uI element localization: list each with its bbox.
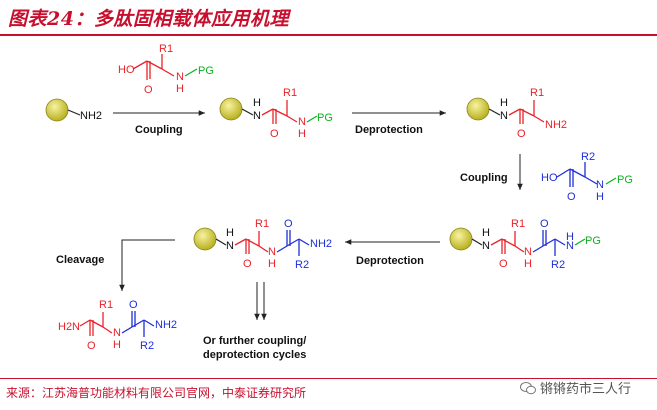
chem-h-label: H: [113, 339, 121, 351]
step-cleavage: Cleavage: [56, 254, 104, 266]
chem-h-label: H: [482, 227, 490, 239]
chem-nh2-label: NH2: [545, 119, 567, 131]
resin-bead: [45, 98, 69, 122]
chem-o-label: O: [567, 191, 576, 203]
step-deprotection-1: Deprotection: [355, 124, 423, 136]
chem-n-label: N: [500, 110, 508, 122]
chem-h-label: H: [298, 128, 306, 140]
resin-protected-amino-acid: H N O R1 N H PG: [219, 87, 333, 140]
chem-h-label: H: [268, 258, 276, 270]
resin-bead: [219, 97, 243, 121]
chem-nh2-label: NH2: [310, 238, 332, 250]
chem-h-label: H: [226, 227, 234, 239]
chem-n-label: N: [176, 71, 184, 83]
chem-r2-label: R2: [295, 259, 309, 271]
chem-o-label: O: [517, 128, 526, 140]
header-divider: [0, 34, 657, 36]
chem-o-label: O: [87, 340, 96, 352]
chem-pg-label: PG: [317, 112, 333, 124]
chem-n-label: N: [596, 179, 604, 191]
step-coupling-2: Coupling: [460, 172, 508, 184]
figure-title: 图表24：多肽固相载体应用机理: [8, 8, 289, 30]
chem-o-label: O: [129, 299, 138, 311]
resin-deprotected-dipeptide: H N O R1 N H O R2 NH2: [193, 218, 332, 271]
chem-h-label: H: [500, 97, 508, 109]
chem-n-label: N: [253, 110, 261, 122]
synthesis-diagram: HO O R1 N H PG NH2 Coupling H N O R1 N H: [45, 43, 633, 361]
chem-h-label: H: [253, 97, 261, 109]
resin-deprotected-amino-acid: H N O R1 NH2: [466, 87, 567, 140]
chem-n-label: N: [524, 246, 532, 258]
chem-r2-label: R2: [140, 340, 154, 352]
chem-n-label: N: [113, 327, 121, 339]
cleaved-dipeptide: H2N O R1 N H O R2 NH2: [58, 299, 177, 352]
resin-amine-start: NH2: [45, 98, 102, 122]
chem-r1-label: R1: [511, 218, 525, 230]
chem-o-label: O: [270, 128, 279, 140]
chem-h-label: H: [566, 231, 574, 243]
chem-pg-label: PG: [198, 65, 214, 77]
chem-r1-label: R1: [283, 87, 297, 99]
chem-h-label: H: [596, 191, 604, 203]
chem-o-label: O: [144, 84, 153, 96]
chem-r2-label: R2: [581, 151, 595, 163]
brand-name: 锵锵药市三人行: [540, 382, 632, 397]
further-cycles-line-1: Or further coupling/: [203, 335, 306, 347]
chem-n-label: N: [566, 240, 574, 252]
chem-o-label: O: [540, 218, 549, 230]
resin-bead: [466, 97, 490, 121]
reagent-amino-acid-2: HO O R2 N H PG: [541, 151, 633, 203]
resin-protected-dipeptide: H N O R1 N H O R2 H N PG: [449, 218, 601, 271]
reagent-amino-acid-1: HO O R1 N H PG: [118, 43, 214, 96]
chem-pg-label: PG: [585, 235, 601, 247]
chem-r1-label: R1: [99, 299, 113, 311]
figure-source: 来源：江苏海普功能材料有限公司官网，中泰证券研究所: [6, 386, 307, 400]
chem-h-label: H: [176, 83, 184, 95]
chem-o-label: O: [499, 258, 508, 270]
step-coupling-1: Coupling: [135, 124, 183, 136]
chem-o-label: O: [284, 218, 293, 230]
footer-divider: [0, 378, 657, 379]
chem-nh2-label: NH2: [80, 110, 102, 122]
chem-pg-label: PG: [617, 174, 633, 186]
further-cycles-line-2: deprotection cycles: [203, 349, 306, 361]
step-deprotection-2: Deprotection: [356, 255, 424, 267]
wechat-icon: [520, 381, 536, 394]
chem-n-label: N: [226, 240, 234, 252]
chem-r1-label: R1: [255, 218, 269, 230]
wechat-brand: 锵锵药市三人行: [520, 378, 631, 397]
chem-n-label: N: [298, 116, 306, 128]
figure-header: 图表24：多肽固相载体应用机理: [0, 0, 657, 32]
chem-r1-label: R1: [159, 43, 173, 55]
chem-n-label: N: [482, 240, 490, 252]
further-cycles-arrow: [254, 282, 267, 320]
resin-bead: [449, 227, 473, 251]
chem-o-label: O: [243, 258, 252, 270]
chem-h-label: H: [524, 258, 532, 270]
chem-r1-label: R1: [530, 87, 544, 99]
chem-nh2-label: NH2: [155, 319, 177, 331]
resin-bead: [193, 227, 217, 251]
chem-n-label: N: [268, 246, 276, 258]
chem-ho-label: HO: [118, 64, 135, 76]
cleavage-arrow: [119, 239, 175, 291]
chem-h2n-label: H2N: [58, 321, 80, 333]
chem-ho-label: HO: [541, 172, 558, 184]
chem-r2-label: R2: [551, 259, 565, 271]
